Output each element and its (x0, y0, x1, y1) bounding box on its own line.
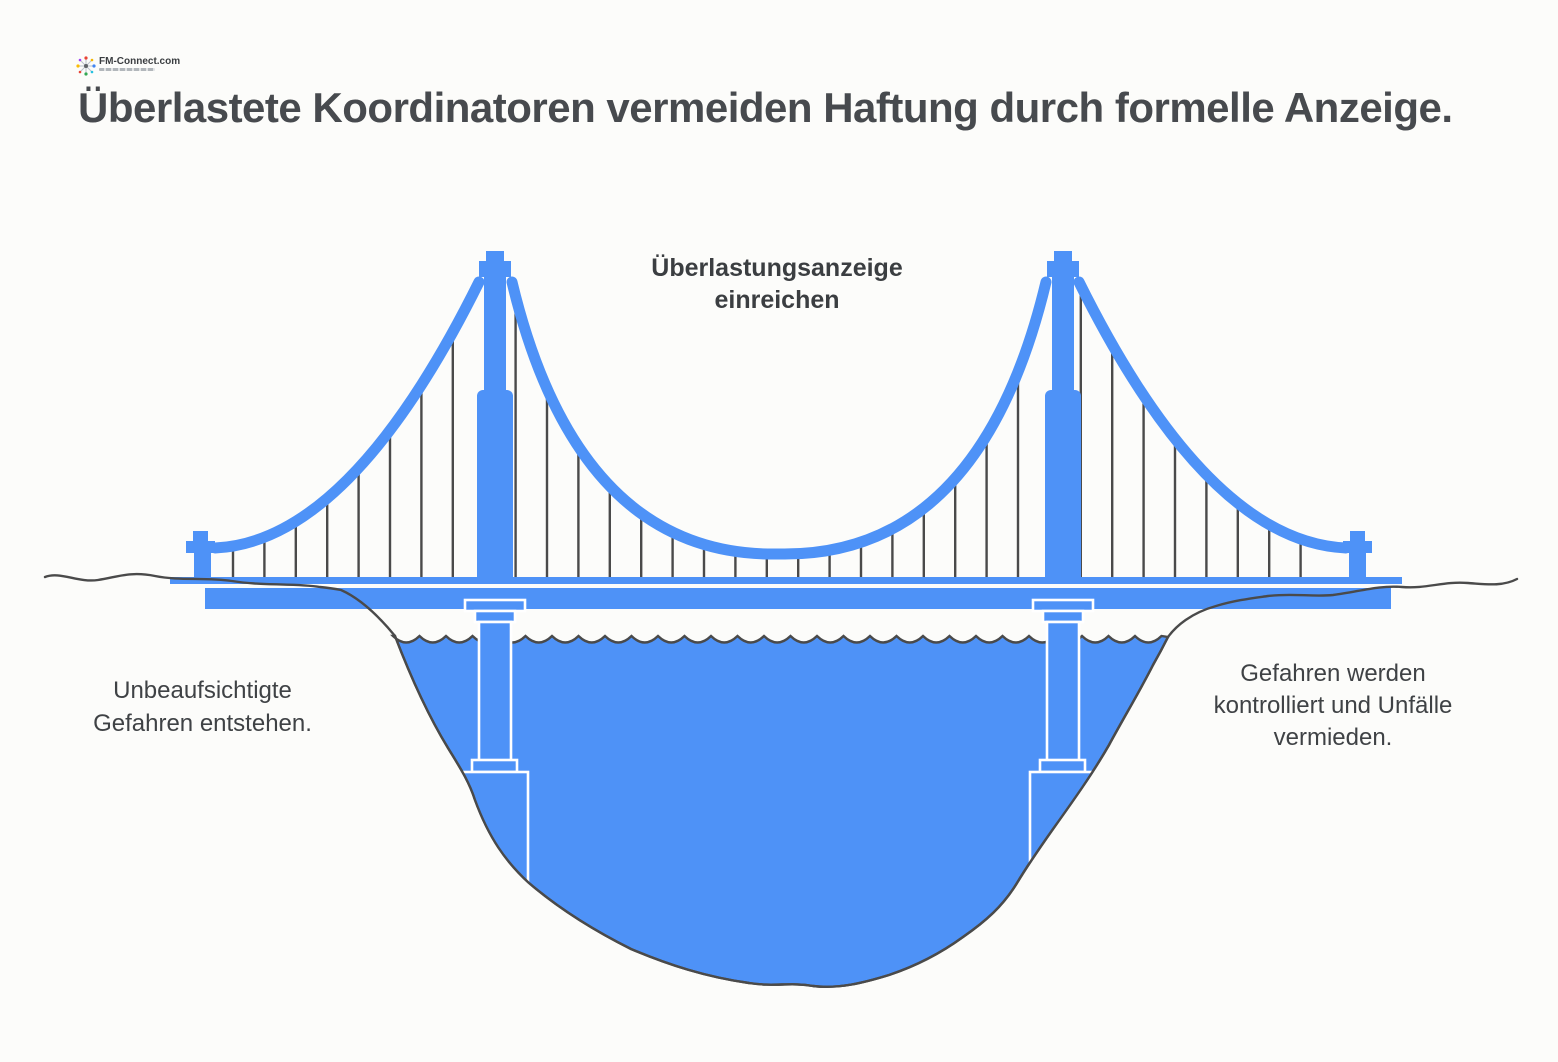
right-label-line: kontrolliert und Unfälle (1213, 692, 1453, 719)
left-side-cable (209, 276, 485, 554)
right-side-cable (1073, 276, 1352, 554)
main-cable (506, 276, 1052, 560)
right-label: Gefahren werden kontrolliert und Unfälle… (1178, 658, 1488, 754)
logo: FM-Connect.com (76, 56, 180, 76)
left-label: Unbeaufsichtigte Gefahren entstehen. (55, 674, 350, 740)
left-tower (477, 251, 513, 580)
page-title: Überlastete Koordinatoren vermeiden Haft… (78, 84, 1453, 131)
center-label-line: Überlastungsanzeige (651, 254, 903, 282)
left-anchor-post (186, 531, 215, 578)
terrain-line-left (43, 572, 397, 638)
fm-connect-logo-icon (76, 56, 96, 76)
logo-tagline (99, 68, 155, 71)
center-label-line: einreichen (714, 286, 840, 314)
left-label-line: Unbeaufsichtigte (113, 677, 292, 704)
right-label-line: vermieden. (1273, 724, 1393, 751)
left-label-line: Gefahren entstehen. (93, 710, 312, 737)
right-tower (1045, 251, 1081, 580)
right-label-line: Gefahren werden (1240, 660, 1426, 687)
right-anchor-post (1343, 531, 1372, 578)
bridge-deck (170, 577, 1402, 609)
valley-outline (393, 634, 1170, 988)
terrain-line-right (1166, 577, 1519, 639)
suspender-cables (231, 289, 1302, 577)
center-label: Überlastungsanzeige einreichen (602, 252, 952, 316)
logo-text: FM-Connect.com (99, 56, 181, 67)
